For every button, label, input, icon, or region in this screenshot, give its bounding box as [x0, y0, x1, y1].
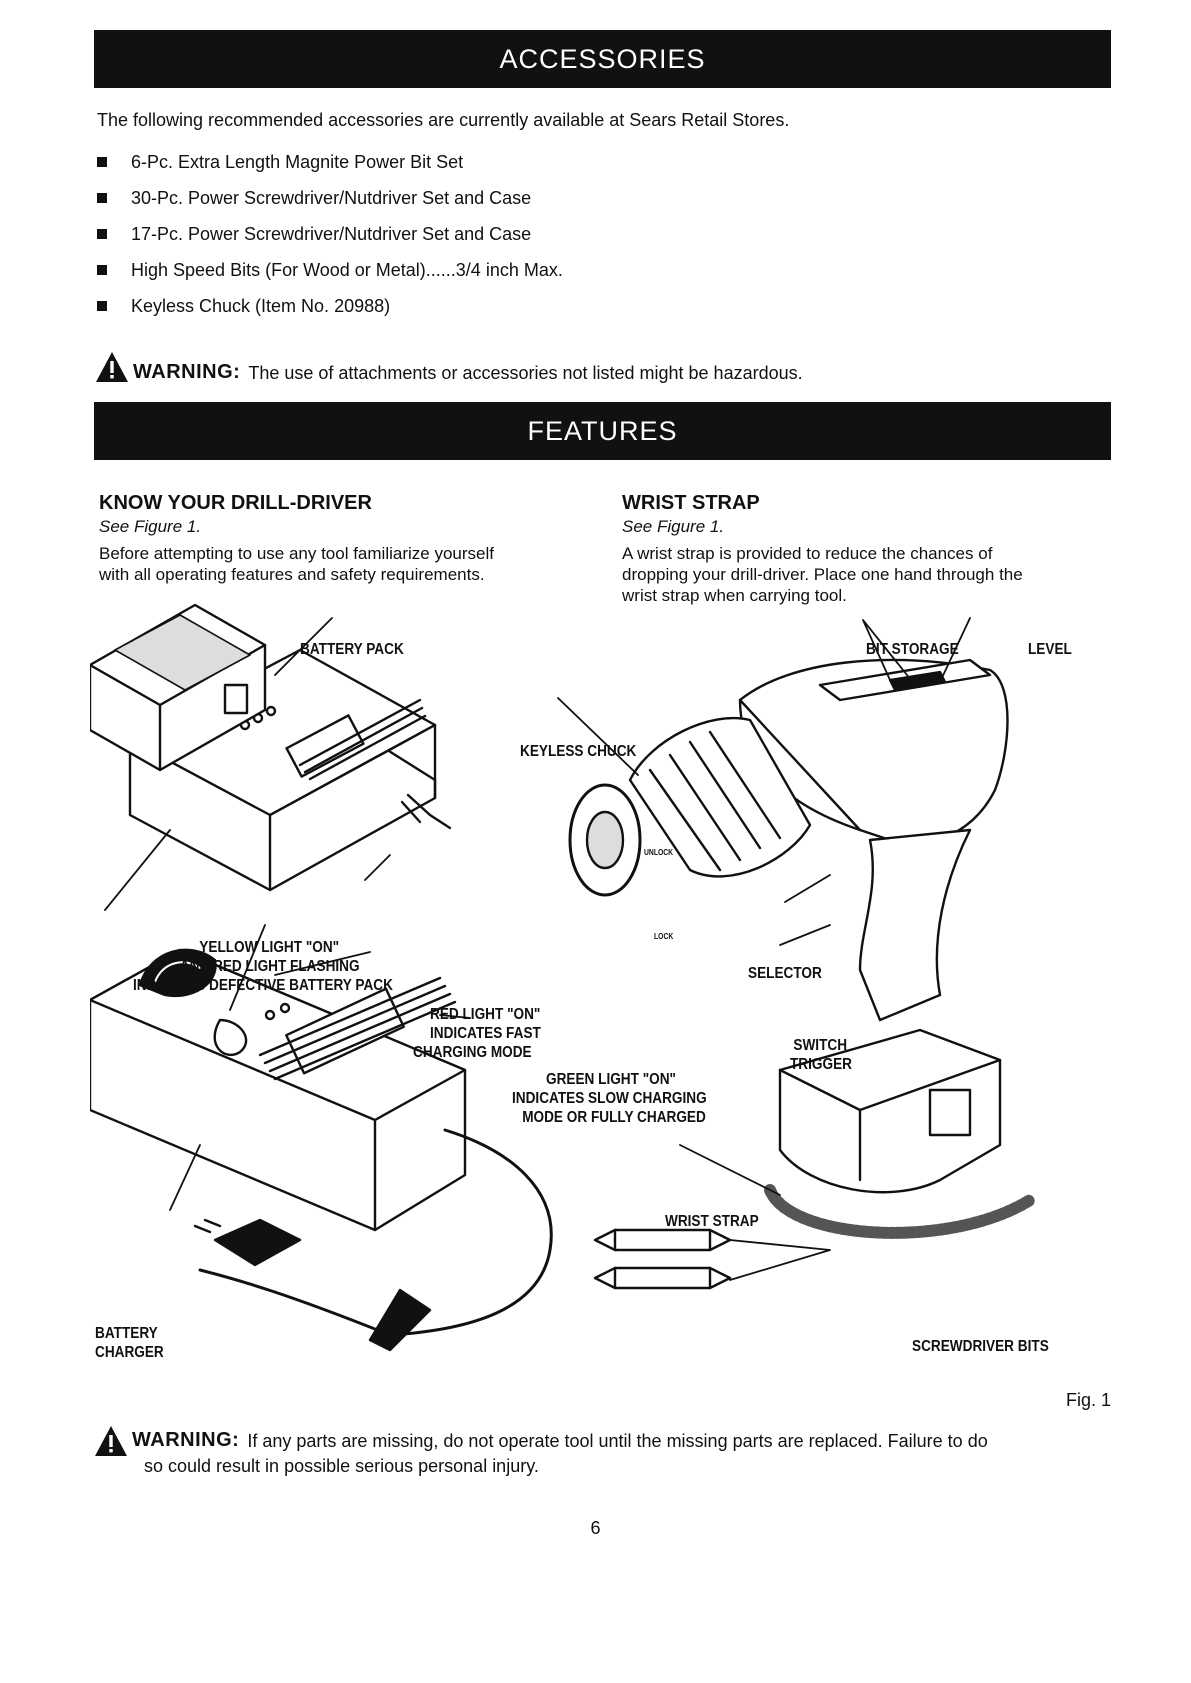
battery-pack-on-charger-illustration	[90, 603, 452, 892]
label-screwdriver-bits: SCREWDRIVER BITS	[912, 1338, 1049, 1355]
wrist-strap-section: WRIST STRAP See Figure 1. A wrist strap …	[622, 492, 1023, 606]
section-title: WRIST STRAP	[622, 492, 760, 514]
label-level: LEVEL	[1028, 641, 1072, 658]
label-red-light: RED LIGHT "ON" INDICATES FAST CHARGING M…	[413, 1005, 541, 1062]
warning-triangle-icon	[96, 352, 128, 382]
label-battery-charger: BATTERY CHARGER	[95, 1324, 164, 1362]
label-chuck-unlock: UNLOCK	[644, 848, 674, 857]
screwdriver-bits-illustration	[593, 1228, 732, 1290]
list-item-text: 17-Pc. Power Screwdriver/Nutdriver Set a…	[131, 224, 532, 244]
figure-reference: See Figure 1.	[622, 517, 725, 536]
label-line: SWITCH	[793, 1037, 848, 1054]
accessories-intro: The following recommended accessories ar…	[97, 110, 790, 130]
accessories-header: ACCESSORIES	[94, 30, 1111, 88]
list-item-text: 6-Pc. Extra Length Magnite Power Bit Set	[131, 152, 464, 172]
label-line: INDICATES FAST	[430, 1025, 541, 1042]
list-item: 17-Pc. Power Screwdriver/Nutdriver Set a…	[97, 224, 563, 260]
warning-text: The use of attachments or accessories no…	[248, 363, 803, 383]
warning-row: WARNING: If any parts are missing, do no…	[94, 1424, 988, 1456]
label-battery-pack: BATTERY PACK	[300, 641, 404, 658]
warning-triangle-icon	[95, 1426, 127, 1456]
warning-label: WARNING:	[132, 1429, 240, 1451]
label-line: TRIGGER	[790, 1056, 852, 1073]
drill-driver-figure	[90, 603, 1036, 1352]
label-green-light: GREEN LIGHT "ON" INDICATES SLOW CHARGING…	[512, 1070, 707, 1127]
list-item: Keyless Chuck (Item No. 20988)	[97, 296, 563, 332]
label-line: GREEN LIGHT "ON"	[546, 1071, 677, 1088]
page-number: 6	[590, 1518, 601, 1538]
missing-parts-warning: WARNING: If any parts are missing, do no…	[94, 1424, 988, 1477]
square-bullet-icon	[97, 301, 107, 311]
square-bullet-icon	[97, 193, 107, 203]
list-item: 6-Pc. Extra Length Magnite Power Bit Set	[97, 152, 563, 188]
label-bit-storage: BIT STORAGE	[866, 641, 959, 658]
label-line: CHARGER	[95, 1344, 164, 1361]
list-item-text: High Speed Bits (For Wood or Metal).....…	[131, 260, 563, 280]
square-bullet-icon	[97, 265, 107, 275]
warning-text: If any parts are missing, do not operate…	[247, 1431, 988, 1451]
features-header: FEATURES	[94, 402, 1111, 460]
square-bullet-icon	[97, 157, 107, 167]
label-line: CHARGING MODE	[413, 1044, 532, 1061]
label-switch-trigger: SWITCH TRIGGER	[790, 1036, 852, 1074]
label-line: MODE OR FULLY CHARGED	[522, 1109, 706, 1126]
paragraph-line: wrist strap when carrying tool.	[622, 586, 847, 605]
label-line: INDICATES DEFECTIVE BATTERY PACK	[133, 977, 393, 994]
paragraph-line: Before attempting to use any tool famili…	[99, 544, 494, 563]
label-line: BATTERY	[95, 1325, 158, 1342]
list-item: 30-Pc. Power Screwdriver/Nutdriver Set a…	[97, 188, 563, 224]
label-line: AND RED LIGHT FLASHING	[179, 958, 360, 975]
label-line: YELLOW LIGHT "ON"	[199, 939, 340, 956]
drill-driver-illustration	[568, 658, 1036, 1239]
square-bullet-icon	[97, 229, 107, 239]
paragraph-line: dropping your drill-driver. Place one ha…	[622, 565, 1023, 584]
label-line: INDICATES SLOW CHARGING	[512, 1090, 707, 1107]
label-selector: SELECTOR	[748, 965, 822, 982]
label-yellow-light: YELLOW LIGHT "ON" AND RED LIGHT FLASHING…	[133, 938, 393, 995]
label-wrist-strap: WRIST STRAP	[665, 1213, 759, 1230]
battery-charger-illustration	[90, 948, 553, 1352]
warning-label: WARNING:	[133, 361, 241, 383]
accessories-list: 6-Pc. Extra Length Magnite Power Bit Set…	[97, 152, 563, 332]
figure-reference: See Figure 1.	[99, 517, 202, 536]
label-chuck-lock: LOCK	[654, 932, 674, 941]
list-item-text: Keyless Chuck (Item No. 20988)	[131, 296, 391, 316]
label-line: RED LIGHT "ON"	[430, 1006, 541, 1023]
callout-lines	[104, 617, 971, 1281]
warning-text-continued: so could result in possible serious pers…	[144, 1456, 539, 1476]
figure-number: Fig. 1	[1066, 1390, 1112, 1410]
paragraph-line: with all operating features and safety r…	[99, 565, 485, 584]
paragraph-line: A wrist strap is provided to reduce the …	[622, 544, 993, 563]
list-item-text: 30-Pc. Power Screwdriver/Nutdriver Set a…	[131, 188, 532, 208]
label-keyless-chuck: KEYLESS CHUCK	[520, 743, 637, 760]
list-item: High Speed Bits (For Wood or Metal).....…	[97, 260, 563, 296]
accessories-warning: WARNING: The use of attachments or acces…	[95, 350, 803, 384]
know-your-drill-section: KNOW YOUR DRILL-DRIVER See Figure 1. Bef…	[99, 492, 494, 585]
section-title: KNOW YOUR DRILL-DRIVER	[99, 492, 372, 514]
